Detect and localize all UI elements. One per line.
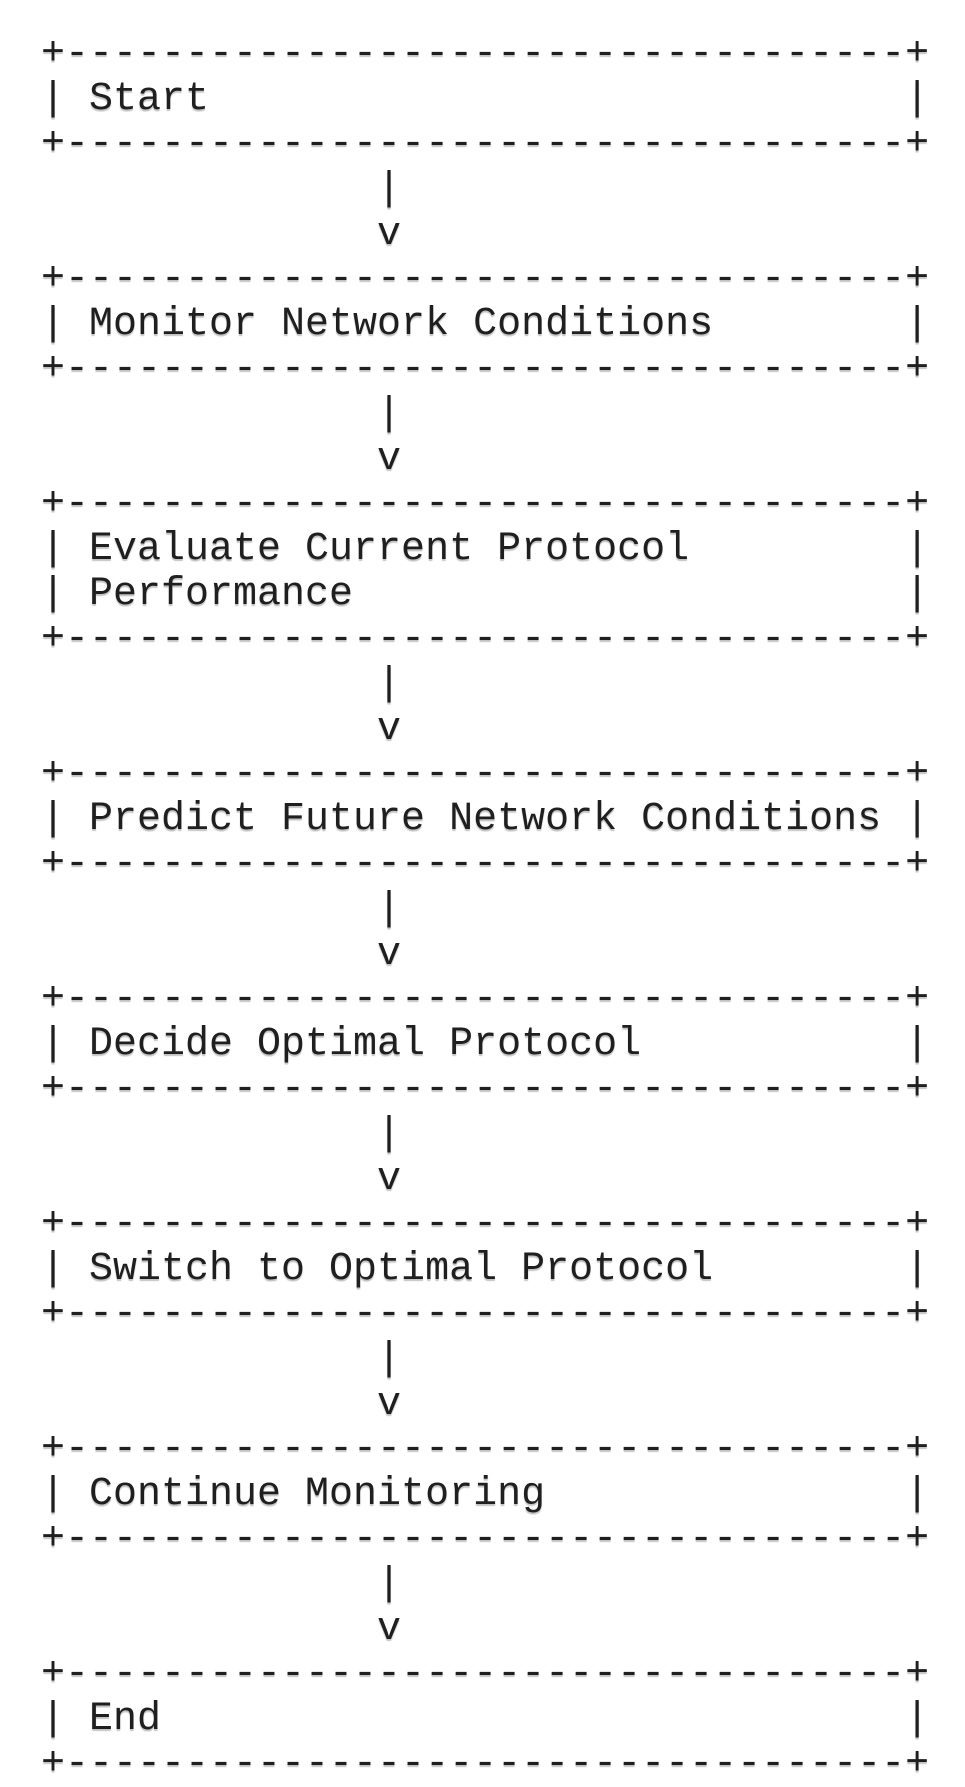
flow-connector-arrow: | v [377,167,402,257]
flow-node-decide-optimal-protocol: +-----------------------------------+ | … [41,977,930,1112]
flow-node-evaluate-current-protocol-performance: +-----------------------------------+ | … [41,482,930,662]
flow-connector-arrow: | v [377,662,402,752]
flow-node-continue-monitoring: +-----------------------------------+ | … [41,1427,930,1562]
flow-node-predict-future-network-conditions: +-----------------------------------+ | … [41,752,930,887]
flow-node-switch-to-optimal-protocol: +-----------------------------------+ | … [41,1202,930,1337]
flow-connector-arrow: | v [377,1562,402,1652]
flow-connector-arrow: | v [377,1112,402,1202]
flow-node-monitor-network-conditions: +-----------------------------------+ | … [41,257,930,392]
flow-node-end: +-----------------------------------+ | … [41,1652,930,1787]
flow-node-start: +-----------------------------------+ | … [41,32,930,167]
flow-connector-arrow: | v [377,1337,402,1427]
flow-connector-arrow: | v [377,392,402,482]
flow-connector-arrow: | v [377,887,402,977]
